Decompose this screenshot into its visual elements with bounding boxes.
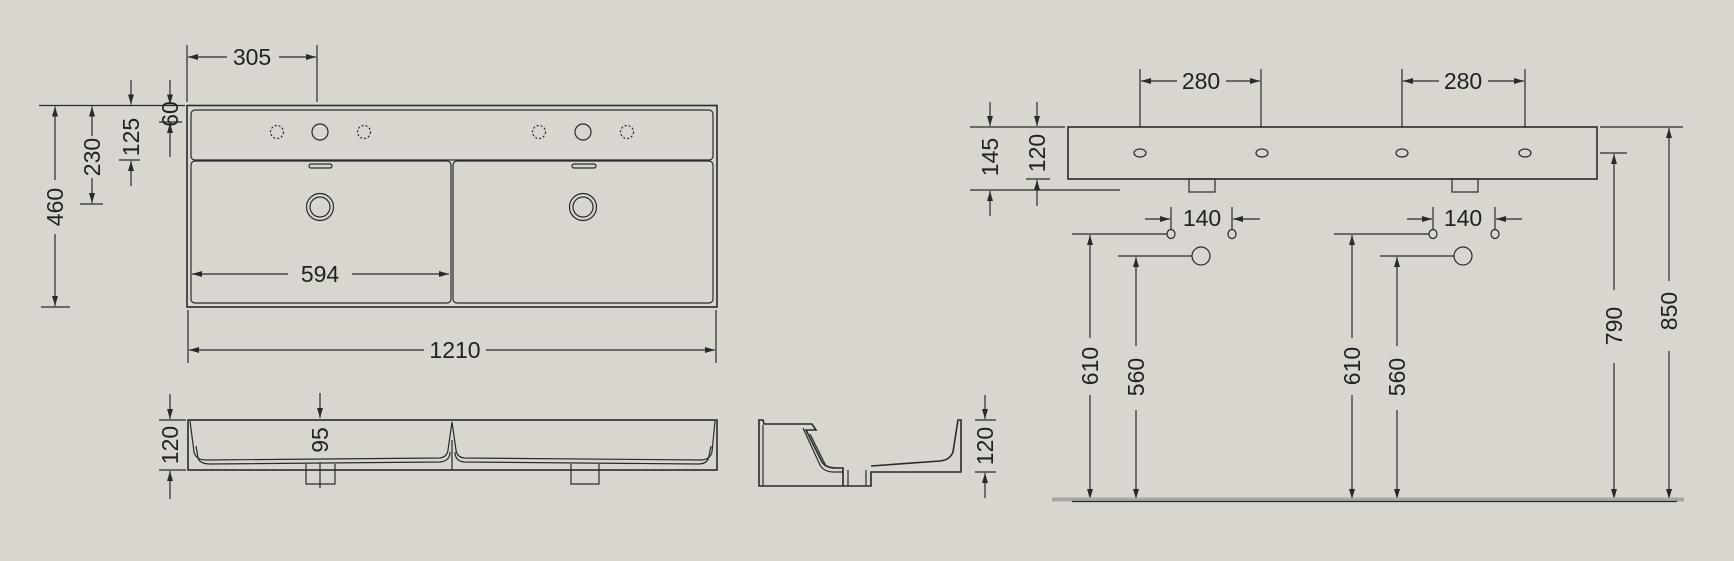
dim-tap-spacing-left: 280 bbox=[1182, 68, 1220, 94]
basin-elevation bbox=[1067, 126, 1598, 180]
dim-waste-height-right: 610 bbox=[1339, 347, 1365, 385]
bowl-profile bbox=[189, 420, 716, 461]
optional-tap-hole-icon bbox=[356, 124, 372, 140]
basin-outline bbox=[186, 104, 718, 308]
fixing-hole-icon bbox=[1133, 148, 1147, 158]
overflow-slot-icon bbox=[571, 163, 597, 169]
waste-connection-icon bbox=[1428, 228, 1438, 240]
dim-basin-width: 594 bbox=[301, 261, 340, 287]
trap-connection-icon bbox=[1453, 246, 1473, 266]
dim-trap-height-left: 560 bbox=[1123, 358, 1149, 396]
dim-bowl-depth: 95 bbox=[307, 427, 333, 453]
installation-view: 280 280 145 120 140 140 bbox=[970, 68, 1684, 503]
dim-waste-height-left: 610 bbox=[1077, 347, 1103, 385]
drain-icon bbox=[305, 192, 335, 222]
fixing-hole-icon bbox=[1255, 148, 1269, 158]
front-view: 120 95 bbox=[157, 393, 718, 499]
dim-front-height: 120 bbox=[157, 426, 183, 464]
right-bowl bbox=[452, 160, 714, 304]
dim-total-width: 1210 bbox=[429, 337, 480, 363]
tap-holes bbox=[269, 123, 635, 141]
left-bowl bbox=[190, 160, 452, 304]
tap-hole-icon bbox=[574, 123, 592, 141]
dim-deck-depth: 125 bbox=[118, 118, 144, 156]
waste-outlet bbox=[1188, 178, 1216, 193]
waste-outlet bbox=[570, 464, 600, 485]
dim-tap-hole-from-back: 60 bbox=[157, 101, 183, 127]
waste-connection-icon bbox=[1166, 228, 1176, 240]
dim-basin-height: 120 bbox=[1024, 134, 1050, 172]
dim-side-height: 120 bbox=[972, 427, 998, 465]
dim-depth-total: 460 bbox=[42, 188, 68, 226]
optional-tap-hole-icon bbox=[531, 124, 547, 140]
waste-connection-icon bbox=[1227, 228, 1237, 240]
dim-drain-from-back: 230 bbox=[79, 138, 105, 176]
drain-icon bbox=[568, 192, 598, 222]
dim-underside-height: 790 bbox=[1601, 307, 1627, 345]
optional-tap-hole-icon bbox=[619, 124, 635, 140]
tap-hole-icon bbox=[311, 123, 329, 141]
side-profile bbox=[758, 419, 962, 487]
side-view: 120 bbox=[758, 395, 998, 498]
tap-deck bbox=[190, 109, 714, 161]
waste-outlet bbox=[1451, 178, 1479, 193]
optional-tap-hole-icon bbox=[269, 124, 285, 140]
dim-faucet-offset: 305 bbox=[233, 44, 271, 70]
dim-waste-spacing-left: 140 bbox=[1183, 205, 1221, 231]
waste-connection-icon bbox=[1490, 228, 1500, 240]
dim-trap-height-right: 560 bbox=[1384, 358, 1410, 396]
dim-tap-spacing-right: 280 bbox=[1444, 68, 1482, 94]
trap-connection-icon bbox=[1191, 246, 1211, 266]
dim-top-height: 850 bbox=[1656, 292, 1682, 330]
plan-view: 305 594 1210 460 230 125 60 bbox=[39, 44, 718, 363]
fixing-hole-icon bbox=[1395, 148, 1409, 158]
dim-waste-spacing-right: 140 bbox=[1444, 205, 1482, 231]
fixing-hole-icon bbox=[1518, 148, 1532, 158]
dim-total-height: 145 bbox=[977, 138, 1003, 176]
overflow-slot-icon bbox=[308, 163, 333, 169]
